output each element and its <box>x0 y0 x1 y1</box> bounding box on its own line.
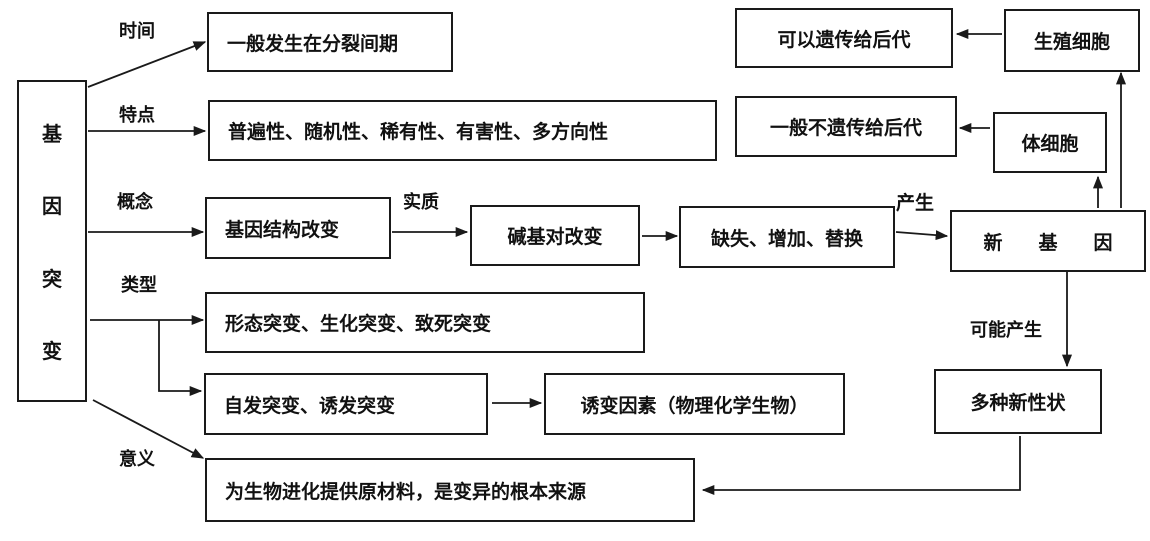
central-char-1: 基 <box>42 121 62 146</box>
arrow-to-spontaneous-box <box>158 320 203 397</box>
concept-box: 基因结构改变 <box>205 197 391 259</box>
new-gene-char-3: 因 <box>1093 231 1113 254</box>
new-gene-char-2: 基 <box>1038 231 1058 254</box>
somatic-cell-box: 体细胞 <box>993 112 1107 173</box>
edge-label-produce: 产生 <box>896 192 935 214</box>
new-gene-box: 新 基 因 <box>950 210 1146 272</box>
branch-label-concept: 概念 <box>117 192 153 213</box>
central-char-2: 因 <box>42 194 62 219</box>
branch-label-feature: 特点 <box>119 105 155 126</box>
inherit-box: 可以遗传给后代 <box>735 8 953 68</box>
time-box: 一般发生在分裂间期 <box>207 12 453 72</box>
base-pair-box: 碱基对改变 <box>470 205 640 266</box>
significance-box: 为生物进化提供原材料，是变异的根本来源 <box>205 458 695 522</box>
new-gene-char-1: 新 <box>983 231 1003 254</box>
spontaneous-box: 自发突变、诱发突变 <box>204 373 488 435</box>
morph-box: 形态突变、生化突变、致死突变 <box>205 292 645 353</box>
germ-cell-box: 生殖细胞 <box>1004 9 1140 72</box>
new-traits-box: 多种新性状 <box>934 369 1102 434</box>
feature-box: 普遍性、随机性、稀有性、有害性、多方向性 <box>208 100 717 161</box>
branch-label-type: 类型 <box>121 275 157 296</box>
change-types-box: 缺失、增加、替换 <box>679 206 895 268</box>
branch-label-time: 时间 <box>119 21 155 42</box>
branch-label-significance: 意义 <box>119 449 155 470</box>
edge-label-may-produce: 可能产生 <box>970 320 1042 341</box>
mutagen-box: 诱变因素（物理化学生物） <box>544 373 845 435</box>
arrow-change-types-to-new-gene <box>895 230 949 241</box>
central-char-3: 突 <box>42 266 62 291</box>
not-inherit-box: 一般不遗传给后代 <box>735 96 957 157</box>
arrow-to-significance-box <box>92 399 205 459</box>
arrow-to-time-box <box>87 41 207 88</box>
arrow-new-traits-to-significance <box>701 436 1021 496</box>
central-char-4: 变 <box>42 339 62 364</box>
central-gene-mutation-box: 基 因 突 变 <box>17 80 87 402</box>
edge-label-essence: 实质 <box>403 192 439 213</box>
